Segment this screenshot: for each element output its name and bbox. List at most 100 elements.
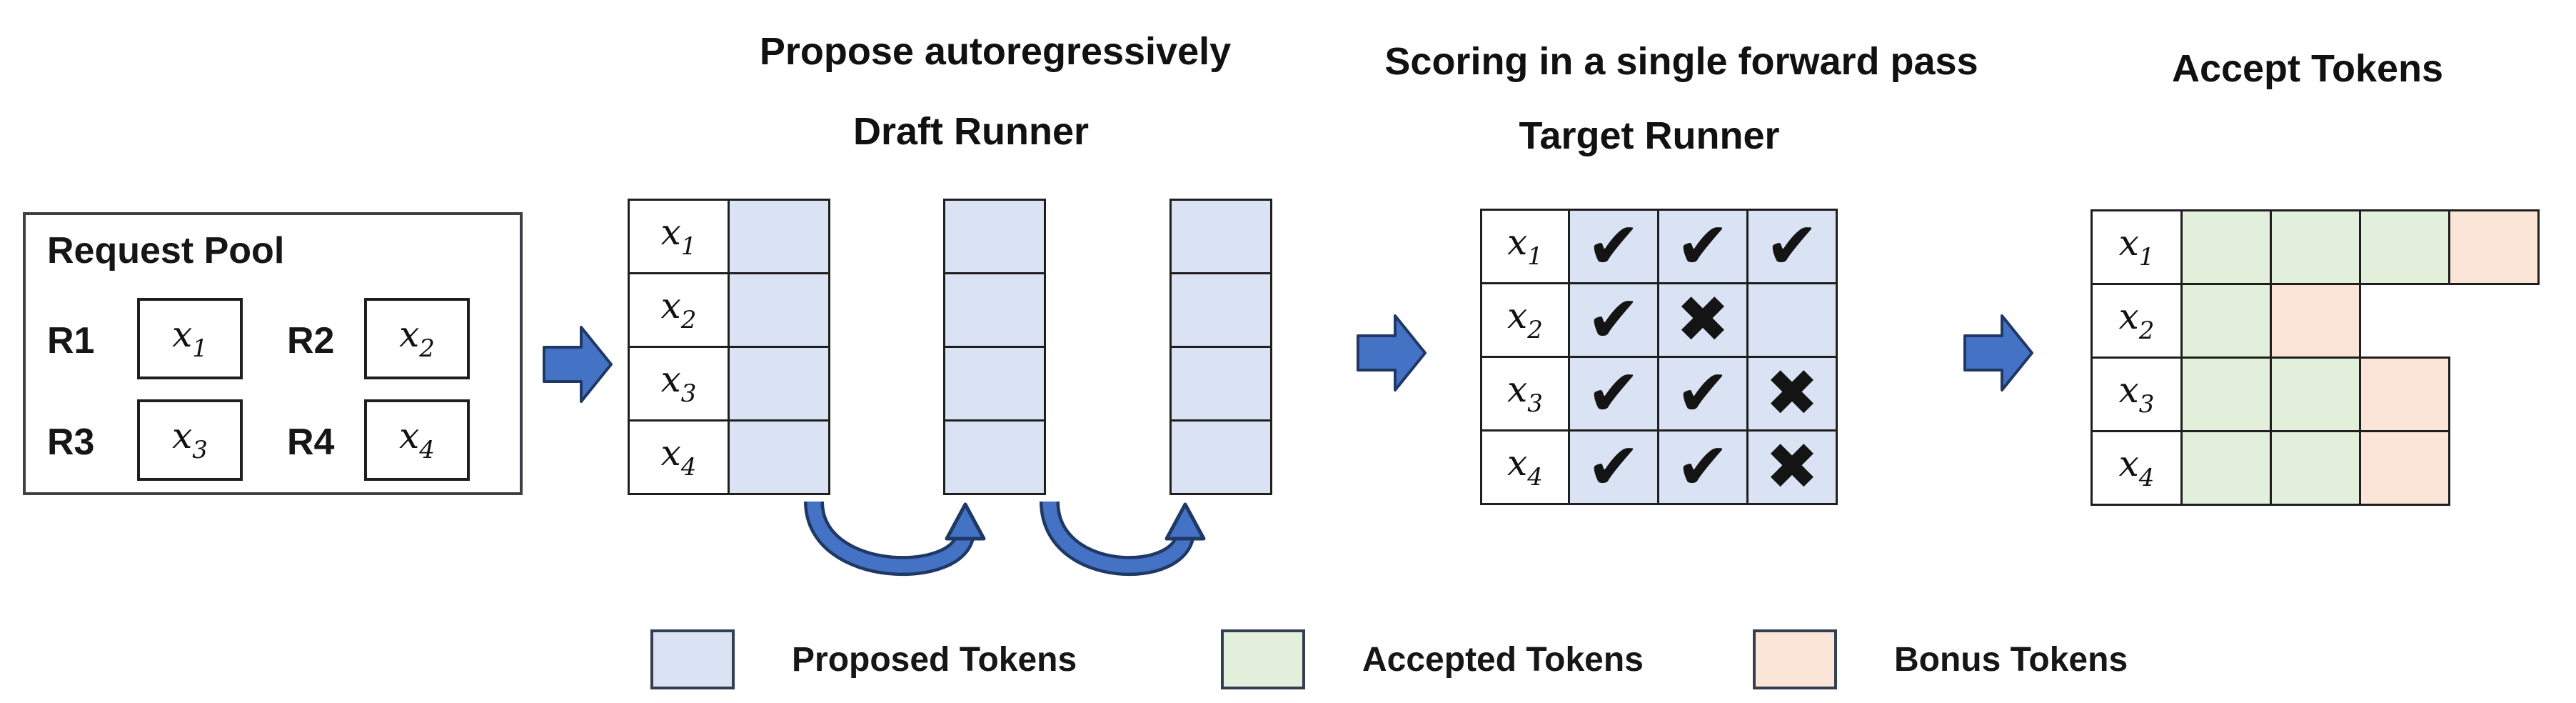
token-label: x1 — [660, 211, 697, 261]
table-row: x4 — [628, 419, 830, 495]
token-label: x2 — [399, 314, 435, 363]
proposed-token-cell — [728, 272, 830, 348]
accepted-token-cell — [2180, 430, 2272, 506]
row-label-cell: x2 — [2091, 283, 2183, 359]
cross-icon: ✖ — [1765, 356, 1819, 431]
draft-proposal-column — [1169, 199, 1272, 495]
check-icon: ✔ — [1676, 429, 1730, 504]
table-row: x1 — [628, 199, 830, 274]
bonus-token-cell — [2359, 430, 2450, 506]
row-label-cell: x1 — [1480, 209, 1570, 284]
accept-section-title: Accept Tokens — [2171, 47, 2444, 90]
bonus-token-cell — [2359, 357, 2450, 432]
accepted-token-cell — [2359, 209, 2450, 285]
score-cell — [1746, 282, 1838, 358]
score-cell: ✖ — [1746, 429, 1838, 505]
proposed-token-cell — [1169, 272, 1272, 348]
arrow-right-icon — [1357, 314, 1427, 392]
arrow-right-icon — [543, 326, 613, 403]
bonus-tokens-swatch — [1753, 629, 1837, 689]
score-cell: ✔ — [1657, 429, 1749, 505]
token-label: x2 — [1507, 295, 1543, 344]
cross-icon: ✖ — [1676, 282, 1730, 357]
draft-runner-table: x1 x2 x3 x4 — [628, 199, 830, 495]
row-label-cell: x2 — [1480, 282, 1570, 358]
check-icon: ✔ — [1676, 209, 1730, 284]
token-label: x3 — [660, 359, 697, 408]
row-label-cell: x4 — [1480, 429, 1570, 505]
proposed-token-cell — [1169, 199, 1272, 274]
table-row: x1 — [2091, 209, 2540, 285]
token-label: x4 — [2118, 443, 2155, 492]
table-row: x4 — [2091, 430, 2540, 506]
bonus-token-cell — [2270, 283, 2361, 359]
check-icon: ✔ — [1765, 209, 1819, 284]
request-label: R4 — [287, 422, 335, 463]
score-cell: ✔ — [1657, 209, 1749, 284]
table-row: x4✔✔✖ — [1480, 429, 1838, 505]
token-label: x2 — [660, 285, 697, 334]
token-label: x3 — [172, 415, 208, 464]
accepted-tokens-swatch — [1221, 629, 1305, 689]
row-label-cell: x3 — [1480, 356, 1570, 432]
table-row: x2 — [628, 272, 830, 348]
row-label-cell: x1 — [2091, 209, 2183, 285]
legend-label: Accepted Tokens — [1362, 640, 1644, 679]
proposed-token-cell — [1169, 419, 1272, 495]
accepted-token-cell — [2180, 283, 2272, 359]
score-cell: ✔ — [1568, 282, 1659, 358]
request-pool-box: Request Pool R1 x1 R2 x2 R3 x3 R4 x4 — [23, 212, 523, 495]
row-label-cell: x4 — [628, 419, 730, 495]
score-cell: ✔ — [1746, 209, 1838, 284]
token-label: x1 — [172, 314, 208, 363]
table-row: x2 — [2091, 283, 2540, 359]
request-label: R2 — [287, 320, 335, 362]
score-cell: ✖ — [1657, 282, 1749, 358]
proposed-token-cell — [728, 346, 830, 422]
token-box: x2 — [364, 298, 470, 379]
target-section-subtitle: Target Runner — [1519, 114, 1780, 157]
request-pool-title: Request Pool — [47, 230, 285, 271]
accepted-token-cell — [2180, 357, 2272, 432]
proposed-token-cell — [943, 199, 1046, 274]
proposed-token-cell — [728, 199, 830, 274]
row-label-cell: x2 — [628, 272, 730, 348]
table-row: x3 — [628, 346, 830, 422]
request-label: R1 — [47, 320, 95, 362]
accepted-token-cell — [2270, 357, 2361, 432]
legend-label: Proposed Tokens — [792, 640, 1077, 679]
row-label-cell: x4 — [2091, 430, 2183, 506]
check-icon: ✔ — [1586, 429, 1641, 504]
table-row: x3 — [2091, 357, 2540, 432]
token-box: x4 — [364, 399, 470, 481]
draft-section-title: Propose autoregressively — [759, 30, 1232, 73]
check-icon: ✔ — [1586, 356, 1641, 431]
legend-item-accepted: Accepted Tokens — [1221, 629, 1644, 690]
token-label: x4 — [399, 415, 435, 464]
score-cell: ✔ — [1568, 356, 1659, 432]
legend-label: Bonus Tokens — [1894, 640, 2128, 679]
row-label-cell: x3 — [2091, 357, 2183, 432]
token-label: x4 — [660, 432, 697, 482]
request-label: R3 — [47, 422, 95, 463]
token-label: x1 — [1507, 221, 1543, 271]
check-icon: ✔ — [1586, 282, 1641, 357]
accepted-token-cell — [2270, 430, 2361, 506]
token-label: x3 — [2118, 369, 2155, 419]
token-label: x2 — [2118, 296, 2155, 345]
accepted-token-cell — [2270, 209, 2361, 285]
table-row: x3✔✔✖ — [1480, 356, 1838, 432]
score-cell: ✔ — [1568, 429, 1659, 505]
draft-proposal-column — [943, 199, 1046, 495]
proposed-token-cell — [943, 272, 1046, 348]
token-label: x4 — [1507, 442, 1543, 492]
row-label-cell: x1 — [628, 199, 730, 274]
score-cell: ✖ — [1746, 356, 1838, 432]
accepted-token-cell — [2180, 209, 2272, 285]
legend-item-proposed: Proposed Tokens — [650, 629, 1077, 690]
arrow-right-icon — [1963, 314, 2033, 392]
token-label: x3 — [1507, 369, 1543, 418]
proposed-token-cell — [943, 419, 1046, 495]
token-label: x1 — [2118, 222, 2155, 271]
